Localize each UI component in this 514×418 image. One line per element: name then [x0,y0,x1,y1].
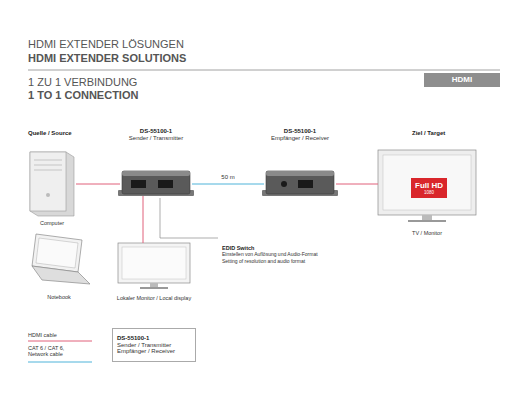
legend-text: CAT 6 / CAT 6, Network cable [28,345,80,358]
node-text: Sender / Transmitter [129,135,183,142]
cable-connector [336,184,378,185]
title-rule [28,70,500,71]
tv-monitor [378,150,476,222]
node-text: Computer [40,220,64,226]
notebook-node: Notebook [26,232,92,300]
node-text: Empfänger / Receiver [117,348,175,355]
node-text: Empfänger / Receiver [271,135,329,142]
node-text: Lokaler Monitor / Local display [117,295,191,301]
full-hd-badge: Full HD1080 [411,178,447,198]
section-heading: 1 ZU 1 VERBINDUNG [28,76,137,89]
receiver-device [262,171,338,196]
tv-node: TV / Monitor Full HD1080 [378,150,476,236]
edid-leader [160,198,218,238]
section-heading: 1 TO 1 CONNECTION [28,89,138,102]
transmitter-node: DS-55100-1Sender / Transmitter [120,128,192,196]
node-text: HDMI [452,75,472,84]
callout-text: Setting of resolution and audio format [222,259,305,265]
legend-text: HDMI cable [28,332,57,338]
node-text: 1080 [424,190,434,195]
legend-line-red [28,341,92,342]
transmitter-device [118,171,194,196]
column-heading: Ziel / Target [412,130,445,137]
legend-box: DS-55100-1Sender / TransmitterEmpfänger … [112,328,196,362]
node-text: Sender / Transmitter [117,342,171,349]
section-tab: HDMI [424,73,500,87]
node-text: TV / Monitor [412,230,442,236]
receiver-node: DS-55100-1Empfänger / Receiver [264,128,336,196]
edge-label: 50 m [220,174,235,181]
computer-node: Computer [28,150,76,226]
node-text: DS-55100-1 [140,128,172,135]
cable-connector [192,184,264,185]
local-monitor [118,243,190,289]
notebook [32,234,90,284]
legend-line-blue [28,362,92,363]
subtitle: HDMI EXTENDER SOLUTIONS [28,52,186,65]
title: HDMI EXTENDER LÖSUNGEN [28,38,184,51]
callout-text: Einstellen von Auflösung und Audio-Forma… [222,252,318,258]
cable-connector [76,184,120,185]
node-text: DS-55100-1 [117,335,149,342]
callout-heading: EDID Switch [222,245,254,251]
node-text: Full HD [415,181,443,190]
cable-connector [143,196,144,243]
local-monitor-node: Lokaler Monitor / Local display [104,243,204,301]
node-text: DS-55100-1 [284,128,316,135]
computer-tower [30,152,74,216]
node-text: Notebook [47,294,71,300]
column-heading: Quelle / Source [28,130,72,137]
